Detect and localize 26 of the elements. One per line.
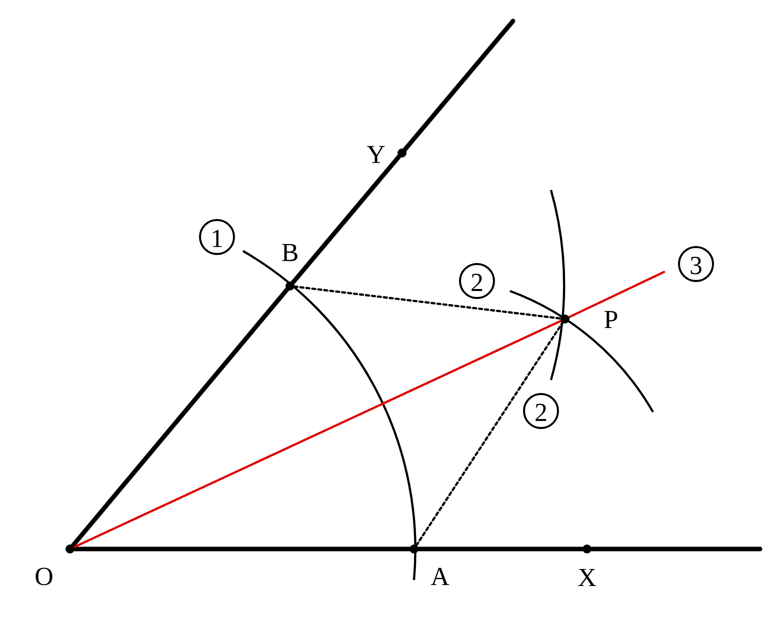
line-segment [290,154,402,285]
line-segment [568,270,666,318]
point-label: Y [366,142,386,168]
point-dot [286,282,294,290]
line-segment [70,287,290,548]
step-number: 1 [199,219,235,255]
line-segment [416,546,585,552]
point-label: B [281,240,299,266]
line-segment [72,320,562,548]
step-number: 2 [523,393,559,429]
point-dot [560,314,570,324]
point-label: X [578,565,596,591]
line-segment [589,546,762,552]
point-dot [66,544,74,554]
line-segment [402,18,516,152]
point-dot [410,544,418,554]
point-label: P [604,307,618,333]
point-dot [398,148,406,158]
point-label: O [34,564,54,590]
dashed-line [293,285,562,320]
line-segment [72,546,412,552]
point-dot [582,544,592,554]
step-number: 3 [678,246,714,282]
step-number: 2 [459,263,495,299]
dashed-line [415,322,564,546]
point-label: A [430,564,450,590]
